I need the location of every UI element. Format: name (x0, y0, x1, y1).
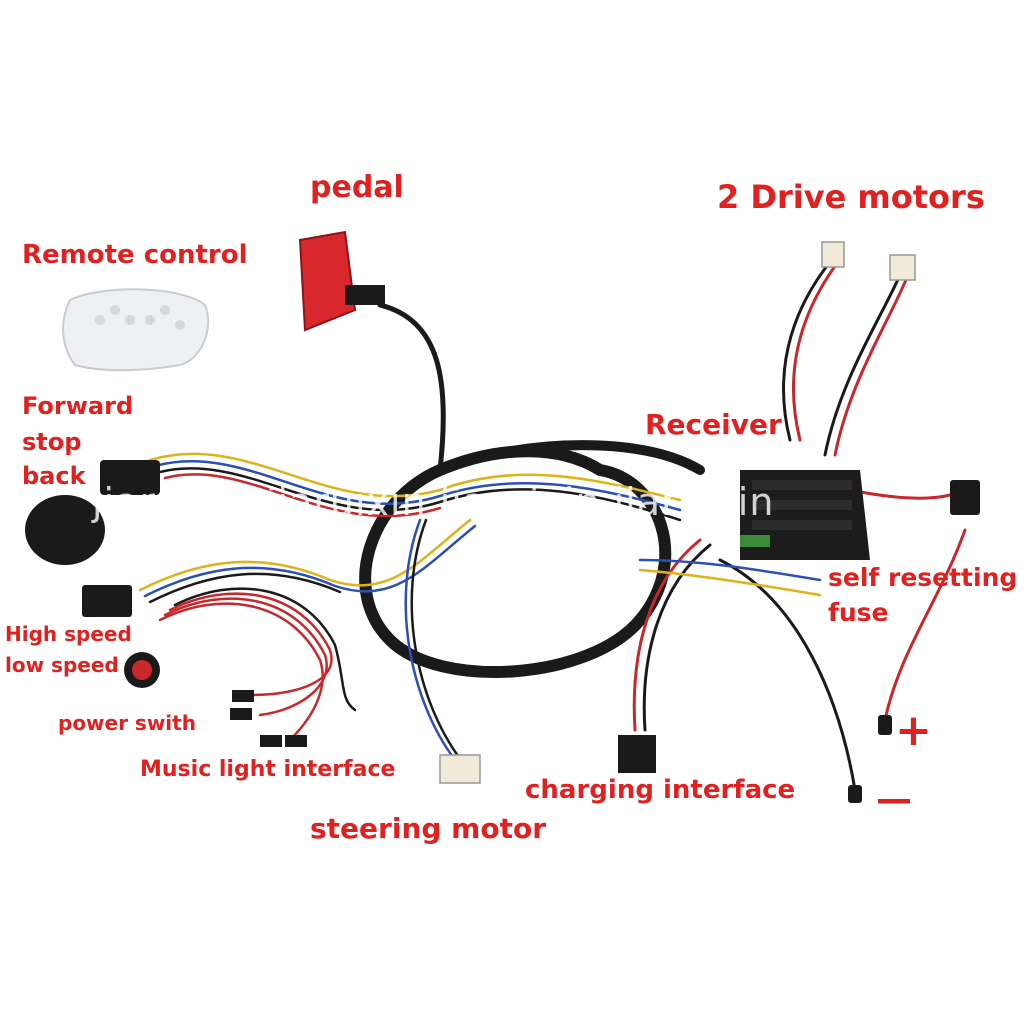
charging-connector-image (618, 735, 656, 773)
gear-shifter-image (25, 460, 160, 565)
minus-label: — (876, 779, 912, 820)
power-switch-label: power swith (58, 711, 196, 735)
charging-interface-label: charging interface (525, 775, 796, 805)
remote-control-image (62, 288, 210, 372)
stop-label: stop (22, 428, 82, 456)
signal-wires (138, 260, 967, 792)
watermark-text: jiaruixin jiaruixin jiaruixin jiaruixin (92, 480, 775, 524)
steering-connector-image (439, 754, 481, 784)
fuse-image (950, 480, 980, 515)
fuse-label-line2: fuse (828, 598, 889, 627)
remote-control-label: Remote control (22, 240, 248, 270)
fuse-label-line1: self resetting (828, 563, 1018, 592)
steering-motor-label: steering motor (310, 812, 547, 845)
high-speed-label: High speed (5, 622, 132, 646)
forward-label: Forward (22, 392, 134, 420)
pedal-label: pedal (310, 170, 404, 205)
receiver-label: Receiver (645, 408, 782, 441)
music-light-label: Music light interface (140, 757, 396, 782)
drive-motors-label: 2 Drive motors (717, 178, 985, 216)
back-label: back (22, 462, 86, 490)
pedal-image (298, 230, 385, 332)
music-connectors-image (230, 690, 307, 747)
main-harness (359, 302, 705, 678)
power-switch-image (124, 652, 160, 688)
battery-leads-image (848, 715, 892, 803)
drive-connectors-image (821, 241, 916, 281)
low-speed-label: low speed (5, 653, 119, 677)
receiver-box-image (740, 470, 870, 560)
speed-switch-image (82, 585, 132, 617)
plus-label: + (895, 705, 932, 756)
